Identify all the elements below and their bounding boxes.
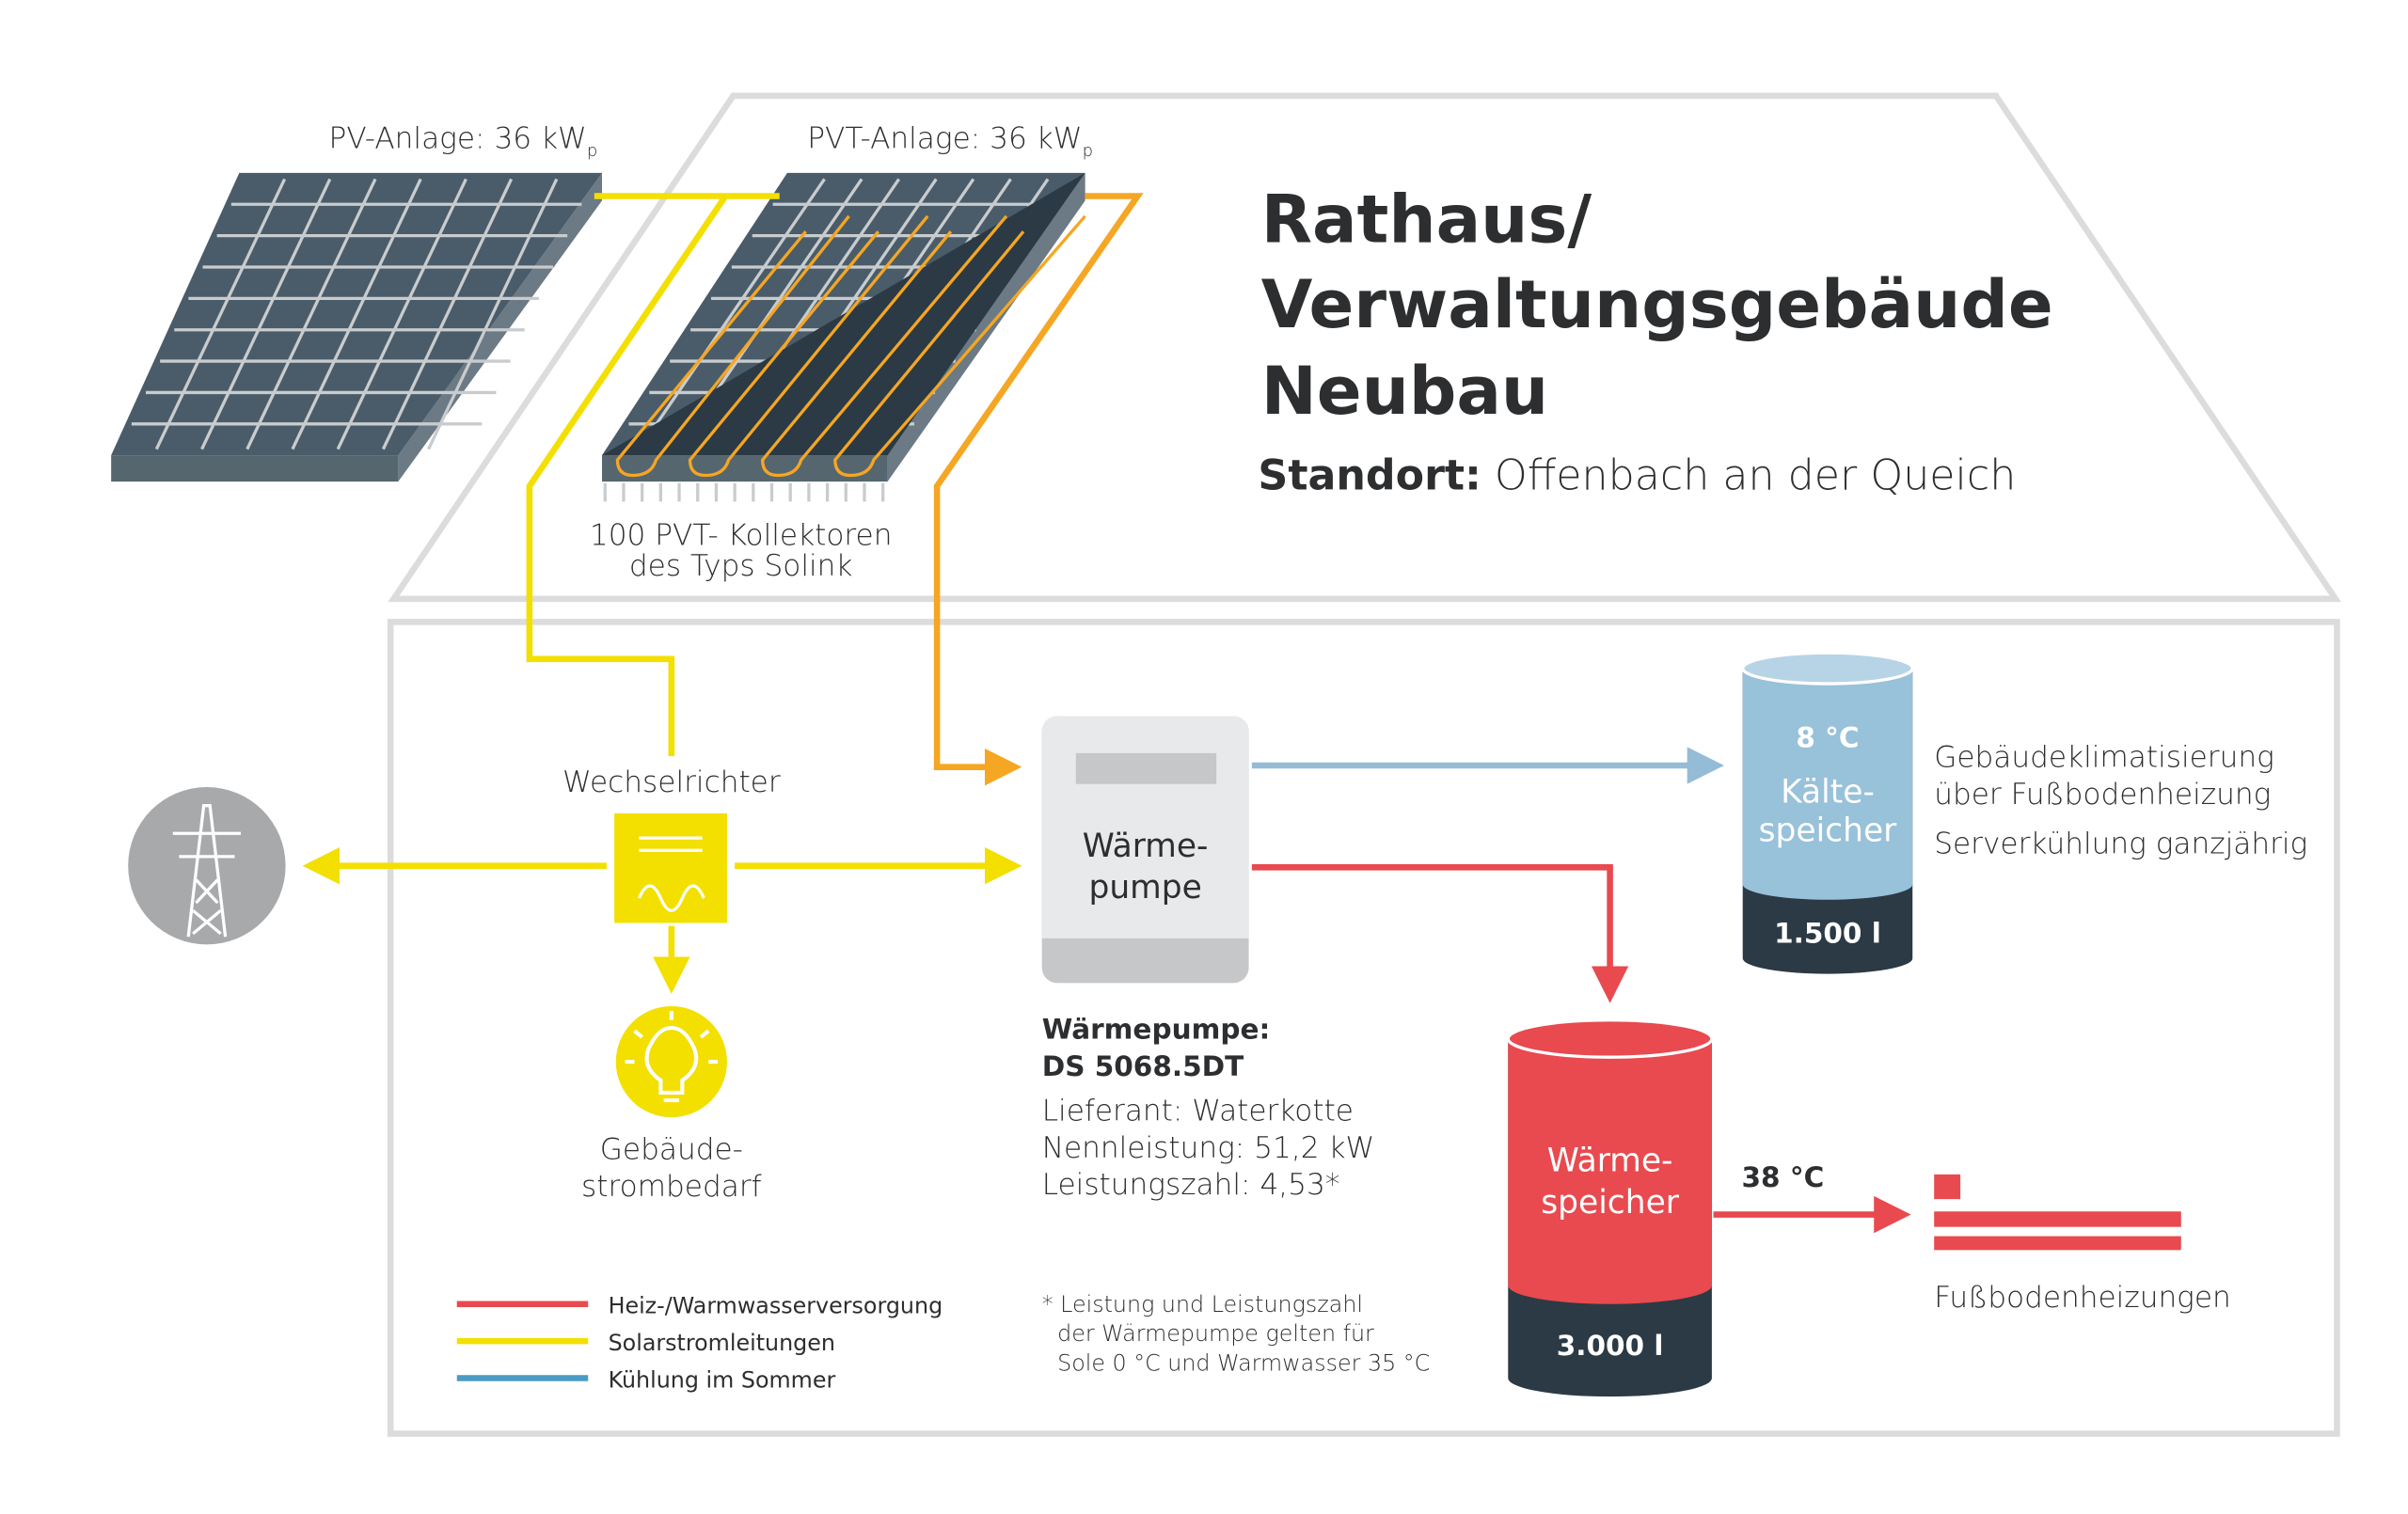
pvt-pipe bbox=[761, 214, 1008, 478]
heat-storage-label-1: Wärme- bbox=[1547, 1143, 1673, 1180]
power-grid-icon bbox=[128, 787, 286, 945]
heat-pump-label-2: pumpe bbox=[1088, 869, 1201, 907]
legend-solar: Solarstromleitungen bbox=[609, 1330, 835, 1356]
cold-use-2: über Fußbodenheizung bbox=[1934, 778, 2271, 812]
heating-line-to-storage bbox=[1251, 864, 1629, 1003]
heat-pump-cop: Leistungszahl: 4,53* bbox=[1042, 1168, 1340, 1202]
panel-grid-line bbox=[427, 178, 559, 450]
cold-storage-label-2: speicher bbox=[1759, 812, 1898, 849]
panel-grid-line bbox=[381, 178, 514, 450]
cold-use-3: Serverkühlung ganzjährig bbox=[1934, 828, 2307, 861]
heat-pump-power: Nennleistung: 51,2 kW bbox=[1042, 1131, 1375, 1165]
cold-use-1: Gebäudeklimatisierung bbox=[1934, 741, 2274, 775]
footnote-1: * Leistung und Leistungszahl bbox=[1042, 1291, 1363, 1317]
heat-storage-tank bbox=[1506, 1018, 1714, 1397]
cold-storage-label-1: Kälte- bbox=[1781, 773, 1875, 811]
title-line-2: Verwaltungsgebäude bbox=[1261, 266, 2053, 343]
building-outline bbox=[387, 619, 2340, 1437]
inverter-label: Wechselrichter bbox=[562, 765, 781, 799]
pvt-pipe bbox=[615, 214, 850, 478]
footnote-3: Sole 0 °C und Warmwasser 35 °C bbox=[1057, 1349, 1430, 1376]
legend-cooling: Kühlung im Sommer bbox=[609, 1366, 836, 1393]
pv-label: PV-Anlage: 36 kWp bbox=[329, 122, 598, 161]
cold-storage-temp: 8 °C bbox=[1796, 721, 1859, 753]
consumer-label-1: Gebäude- bbox=[600, 1132, 743, 1166]
panel-grid-line bbox=[154, 178, 287, 450]
panel-grid-line bbox=[638, 178, 826, 450]
legend: Heiz-/Warmwasserversorgung Solarstromlei… bbox=[456, 1293, 943, 1393]
pvt-pipe bbox=[833, 214, 1086, 478]
heat-pump-label-1: Wärme- bbox=[1083, 828, 1209, 865]
heat-pump-model: DS 5068.5DT bbox=[1042, 1050, 1244, 1082]
heat-storage-temp: 38 °C bbox=[1741, 1161, 1824, 1193]
pvt-label: PVT-Anlage: 36 kWp bbox=[807, 122, 1093, 161]
heat-pump bbox=[1041, 716, 1249, 984]
heat-storage-volume: 3.000 l bbox=[1557, 1330, 1664, 1362]
panel-grid-line bbox=[200, 178, 332, 450]
heat-pump-supplier: Lieferant: Waterkotte bbox=[1042, 1094, 1354, 1128]
title-line-1: Rathaus/ bbox=[1261, 181, 1592, 259]
footnote-2: der Wärmepumpe gelten für bbox=[1057, 1320, 1374, 1347]
pvt-pipe bbox=[688, 214, 929, 478]
roof-outline bbox=[388, 92, 2342, 603]
pv-panel bbox=[111, 172, 602, 482]
location: Standort: Offenbach an der Queich bbox=[1258, 451, 2016, 499]
title-line-3: Neubau bbox=[1261, 353, 1548, 430]
pvt-panel bbox=[602, 172, 1086, 502]
pvt-desc-1: 100 PVT- Kollektoren bbox=[590, 518, 893, 552]
floor-heating-label: Fußbodenheizungen bbox=[1934, 1281, 2231, 1315]
solar-line-to-inverter bbox=[526, 194, 729, 757]
floor-heating-icon bbox=[1934, 1174, 2181, 1251]
inverter-icon bbox=[614, 812, 727, 923]
heat-storage-label-2: speicher bbox=[1541, 1184, 1680, 1222]
cold-storage-volume: 1.500 l bbox=[1774, 918, 1881, 950]
pvt-heat-line bbox=[933, 193, 1144, 786]
pvt-desc-2: des Typs Solink bbox=[629, 549, 853, 583]
heat-pump-spec-title: Wärmepumpe: bbox=[1042, 1013, 1271, 1045]
lightbulb-icon bbox=[615, 1006, 727, 1118]
panel-grid-line bbox=[246, 178, 377, 450]
panel-grid-line bbox=[291, 178, 422, 450]
panel-grid-line bbox=[336, 178, 467, 450]
cold-storage-tank bbox=[1741, 651, 1914, 974]
legend-heating: Heiz-/Warmwasserversorgung bbox=[609, 1293, 943, 1319]
consumer-label-2: strombedarf bbox=[581, 1170, 762, 1204]
